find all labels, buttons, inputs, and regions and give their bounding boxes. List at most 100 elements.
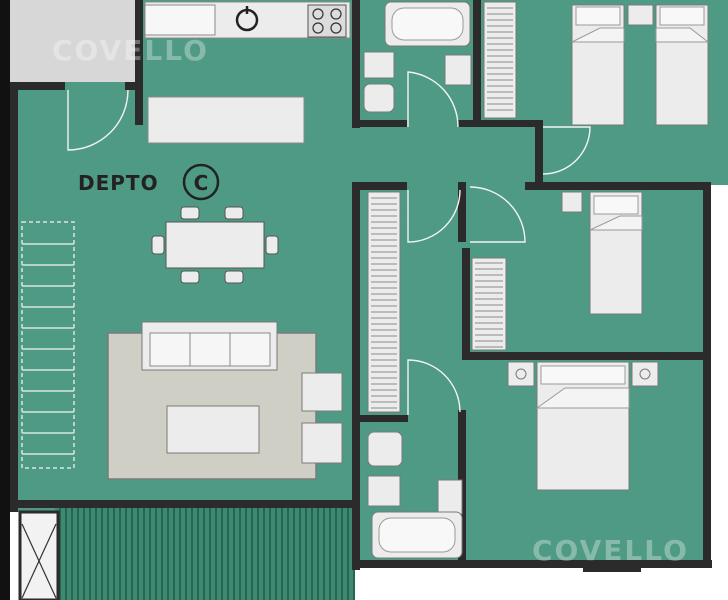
bedroom-2 — [561, 191, 643, 315]
wall-entry-top-right — [125, 82, 143, 90]
window-bottom-right — [583, 562, 641, 572]
terrace — [55, 505, 355, 600]
closet-bedroom-1-hangers — [487, 7, 513, 111]
closets — [367, 1, 517, 413]
wall-entry-top — [10, 82, 65, 90]
left-edge-strip — [0, 0, 10, 600]
kitchen-island — [147, 96, 305, 144]
kitchen-sink — [144, 4, 216, 36]
double-bed-sheet — [535, 387, 630, 409]
wall-hall-top — [352, 182, 407, 190]
bidet-bottom — [367, 475, 401, 507]
door-bath-bottom — [407, 359, 461, 415]
dining-chair — [151, 235, 165, 255]
closet-hall-hangers — [371, 197, 397, 409]
watermark-top: COVELLO — [52, 34, 209, 67]
terrace-deck-slats — [59, 508, 355, 600]
dining-chair — [265, 235, 279, 255]
lamp-3a — [515, 368, 527, 380]
wall-left — [10, 82, 18, 512]
watermark-bottom: COVELLO — [532, 534, 689, 567]
wall-bottom — [352, 560, 712, 568]
door-bedroom-1 — [542, 126, 591, 175]
nightstand-1 — [627, 4, 654, 26]
doors — [67, 71, 591, 415]
staircase — [21, 221, 75, 469]
unit-letter: C — [194, 171, 209, 195]
closet-bedroom-1 — [483, 1, 517, 119]
hall-top-floor — [355, 120, 530, 190]
sink-bottom — [437, 479, 463, 515]
door-entry — [67, 89, 129, 151]
shaft-cross-b — [21, 523, 57, 599]
door-closet — [407, 189, 461, 243]
wall-bath2-top — [360, 415, 408, 422]
bedroom-1 — [571, 4, 710, 126]
sofa-cushion-3 — [229, 332, 271, 367]
cooktop-burners — [312, 8, 342, 34]
dining-chair — [224, 206, 244, 220]
twin-bed-1-sheet — [571, 27, 625, 43]
lamp-3b — [639, 368, 651, 380]
wall-bedroom2-left-top — [458, 182, 466, 242]
nightstand-2 — [561, 191, 583, 213]
wall-bedroom1-bottom — [525, 182, 711, 190]
wall-bath-bottom-a — [355, 120, 407, 127]
unit-letter-circle — [182, 163, 220, 201]
kitchen — [144, 1, 351, 144]
twin-bed-2-sheet — [655, 27, 710, 43]
living-area — [107, 321, 343, 480]
bathtub-top-basin — [391, 7, 464, 41]
closet-bedroom-2-hangers — [475, 262, 503, 348]
burner — [330, 8, 342, 20]
wall-right — [703, 182, 711, 565]
wall-bath-right — [473, 0, 481, 125]
wall-bath-bottom-b — [458, 120, 543, 127]
nightstand-3b — [631, 361, 659, 387]
stair-outline — [21, 221, 75, 469]
wall-kitchen-left — [135, 0, 143, 125]
exterior-corner — [10, 0, 135, 82]
door-bath-top — [407, 71, 459, 128]
wall-bedroom2-left — [462, 248, 470, 358]
coffee-table — [166, 405, 260, 454]
sofa-cushion-1 — [149, 332, 191, 367]
single-bed-pillow — [593, 195, 639, 215]
toilet-bottom — [367, 431, 403, 467]
dining-chair — [180, 270, 200, 284]
bidet-top — [363, 51, 395, 79]
wall-terrace-top — [18, 500, 355, 508]
cooktop — [307, 4, 347, 38]
nightstand-3a — [507, 361, 535, 387]
toilet-top — [363, 83, 395, 113]
twin-bed-1-pillow — [575, 6, 621, 26]
bathtub-bottom-basin — [378, 517, 456, 553]
unit-label: DEPTO C — [78, 163, 220, 201]
stair-steps — [22, 243, 74, 455]
closet-bedroom-2 — [471, 257, 507, 351]
burner — [312, 8, 324, 20]
armchair-2 — [301, 422, 343, 464]
dining-table — [165, 221, 265, 269]
terrace-floor — [55, 505, 355, 600]
burner — [312, 22, 324, 34]
armchair-1 — [301, 372, 343, 412]
bathroom-top — [363, 1, 472, 113]
wall-bedroom2-bottom — [462, 352, 708, 360]
twin-bed-2-pillow — [659, 6, 705, 26]
wall-bath-left — [352, 0, 360, 128]
shaft-box — [18, 510, 60, 600]
wall-bedroom1-door-jamb — [535, 120, 543, 185]
dining-chair — [180, 206, 200, 220]
sofa-cushion-2 — [189, 332, 231, 367]
wall-hall-left — [352, 182, 360, 570]
door-bedroom-2 — [469, 186, 526, 243]
service-shaft — [18, 510, 60, 600]
dining-chairs — [151, 206, 279, 284]
bathroom-bottom — [367, 431, 463, 559]
dining-set — [151, 206, 279, 284]
bedroom-3 — [507, 361, 659, 491]
single-bed-sheet — [589, 215, 643, 231]
unit-label-text: DEPTO — [78, 171, 159, 195]
dining-chair — [224, 270, 244, 284]
